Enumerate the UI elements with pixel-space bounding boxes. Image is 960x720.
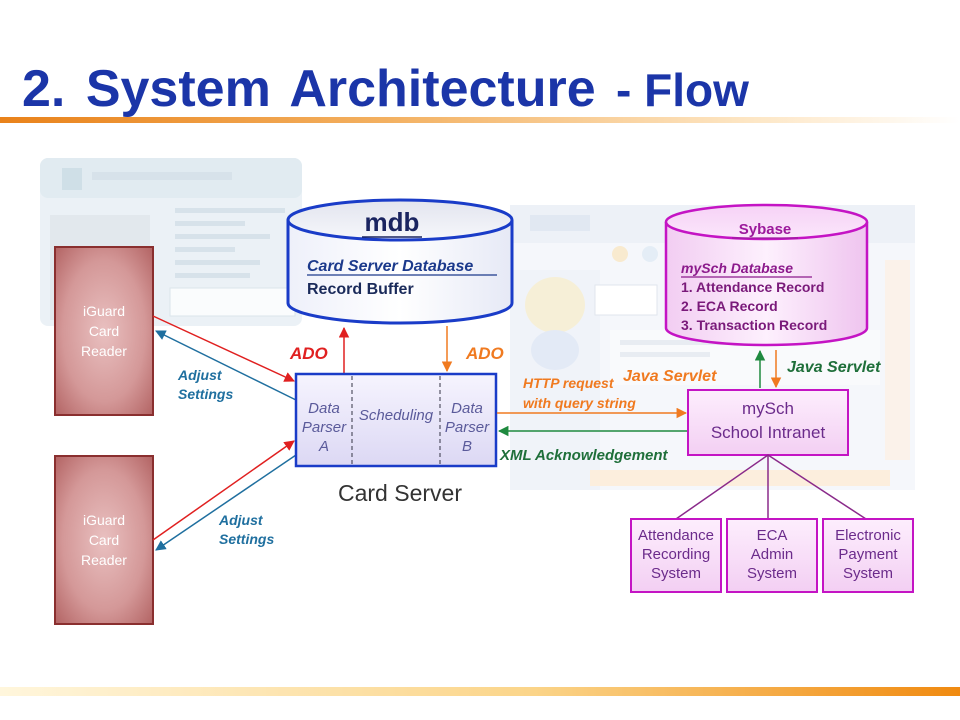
- subsystem-attendance-line-3: System: [651, 565, 701, 582]
- connector-payment: [767, 454, 867, 520]
- data-parser-a-line-3: A: [318, 438, 329, 455]
- data-parser-b-line-2: Parser: [445, 419, 490, 436]
- sybase-record-2: 2. ECA Record: [681, 298, 778, 314]
- card-reader-2-line-3: Reader: [81, 552, 127, 568]
- data-parser-b-line-3: B: [462, 438, 472, 455]
- subsystem-eca-line-1: ECA: [757, 527, 788, 544]
- sybase-record-3: 3. Transaction Record: [681, 317, 827, 333]
- subsystem-eca: ECA Admin System: [726, 518, 818, 593]
- card-server-label: Card Server: [338, 480, 462, 506]
- java-servlet-label-left: Java Servlet: [623, 368, 717, 385]
- data-parser-a-line-2: Parser: [302, 419, 347, 436]
- subsystem-eca-line-2: Admin: [751, 546, 794, 563]
- subsystem-attendance: Attendance Recording System: [630, 518, 722, 593]
- adjust-settings-label-2: Adjust: [218, 512, 264, 528]
- card-reader-2-line-1: iGuard: [83, 512, 125, 528]
- sybase-title: Sybase: [739, 221, 792, 238]
- subsystem-payment-line-2: Payment: [838, 546, 898, 563]
- page-title: 2. System Architecture: [22, 60, 596, 118]
- bottom-decorative-bar: [0, 687, 960, 696]
- connector-attendance: [675, 454, 769, 520]
- card-server-box: Data Parser A Scheduling Data Parser B: [294, 372, 498, 468]
- subsystem-attendance-line-2: Recording: [642, 546, 710, 563]
- http-request-label: HTTP request: [523, 375, 615, 391]
- subsystem-eca-line-3: System: [747, 565, 797, 582]
- title-underline-bar: [0, 117, 960, 123]
- ado-label-right: ADO: [465, 344, 504, 363]
- mysch-intranet-box: mySch School Intranet: [687, 389, 849, 456]
- data-parser-a-line-1: Data: [308, 400, 340, 417]
- arrow-card-server-to-reader-1: [155, 330, 297, 401]
- subsystem-payment-line-1: Electronic: [835, 527, 901, 544]
- subsystem-attendance-line-1: Attendance: [638, 527, 714, 544]
- mdb-database-name: Card Server Database: [307, 258, 473, 275]
- card-reader-2-line-2: Card: [89, 532, 119, 548]
- ado-label-left: ADO: [289, 344, 328, 363]
- mdb-database-cylinder: mdb Card Server Database Record Buffer: [286, 198, 514, 325]
- xml-acknowledgement-label: XML Acknowledgement: [499, 447, 669, 464]
- data-parser-b-line-1: Data: [451, 400, 483, 417]
- card-reader-2: iGuard Card Reader: [54, 455, 154, 625]
- scheduling-label: Scheduling: [359, 407, 434, 424]
- arrow-reader-1-to-card-server: [152, 315, 295, 382]
- arrow-card-server-to-reader-2: [155, 454, 297, 551]
- mysch-box-line-2: School Intranet: [711, 423, 826, 442]
- subsystem-payment-line-3: System: [843, 565, 893, 582]
- subsystem-payment: Electronic Payment System: [822, 518, 914, 593]
- mysch-box-line-1: mySch: [742, 399, 794, 418]
- card-reader-1-line-2: Card: [89, 323, 119, 339]
- arrow-reader-2-to-card-server: [152, 440, 295, 541]
- mdb-title: mdb: [365, 207, 420, 237]
- card-reader-1-line-3: Reader: [81, 343, 127, 359]
- adjust-settings-label-1-line-2: Settings: [178, 386, 233, 402]
- mdb-record-buffer: Record Buffer: [307, 281, 414, 298]
- card-reader-1: iGuard Card Reader: [54, 246, 154, 416]
- mysch-database-name: mySch Database: [681, 260, 793, 276]
- http-request-label-line-2: with query string: [523, 395, 636, 411]
- card-reader-1-line-1: iGuard: [83, 303, 125, 319]
- sybase-record-1: 1. Attendance Record: [681, 279, 824, 295]
- adjust-settings-label-2-line-2: Settings: [219, 531, 274, 547]
- java-servlet-label-right: Java Servlet: [787, 359, 881, 376]
- adjust-settings-label-1: Adjust: [177, 367, 223, 383]
- page-title-suffix: - Flow: [616, 64, 749, 116]
- sybase-database-cylinder: Sybase mySch Database 1. Attendance Reco…: [664, 203, 869, 347]
